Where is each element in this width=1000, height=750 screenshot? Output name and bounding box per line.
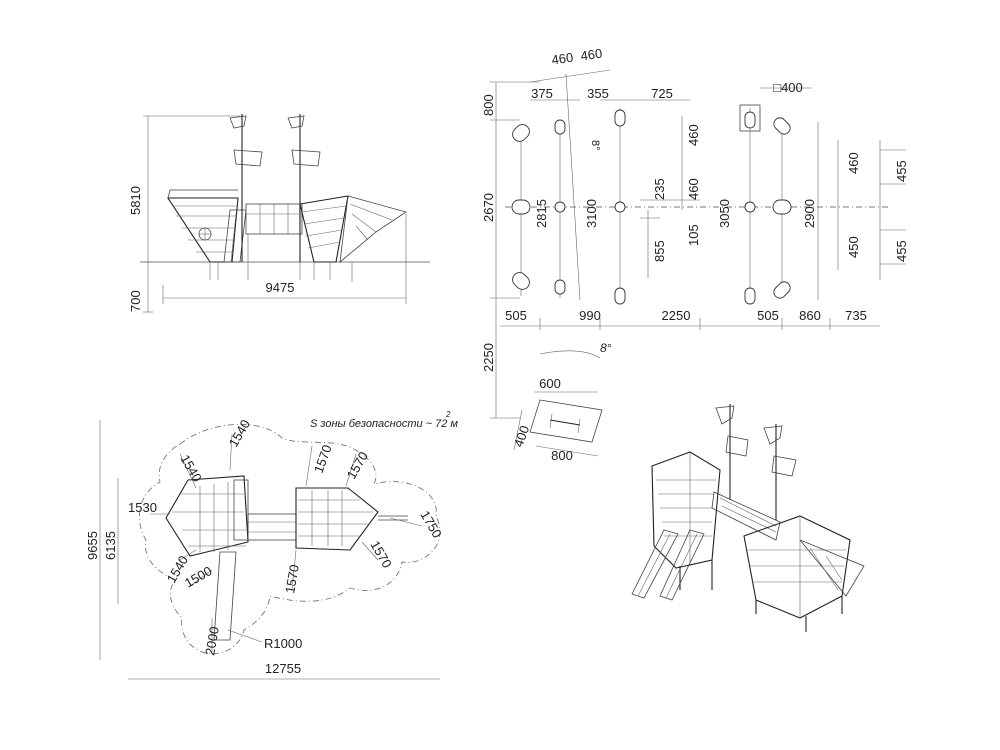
plan-left-dim-3: 2250 (481, 343, 496, 372)
plan-row-height-4: 2900 (802, 199, 817, 228)
safety-zone-label: S зоны безопасности ~ 72 м (310, 418, 458, 430)
top-ship-width: 6135 (103, 531, 118, 560)
top-overall-height: 9655 (85, 531, 100, 560)
top-dim-1540-b: 1540 (226, 417, 253, 450)
footing-detail (513, 391, 603, 457)
plan-right-dim-4: 455 (894, 240, 909, 262)
plan-right-dim-1: 460 (846, 152, 861, 174)
plan-bottom-dim-2: 990 (579, 308, 601, 323)
plan-left-dim-1: 800 (481, 94, 496, 116)
plan-bottom-dim-4: 505 (757, 308, 779, 323)
side-height-dim: 5810 (128, 186, 143, 215)
ship-hull-stern (299, 195, 407, 282)
top-hull-bow (165, 475, 249, 557)
safety-zone-sup: 2 (445, 410, 451, 419)
plan-left-dim-2: 2670 (481, 193, 496, 222)
plan-top-dim-1: 460 (551, 50, 575, 68)
foundation-plan (490, 69, 906, 457)
top-dim-1570-d: 1570 (367, 538, 394, 571)
side-depth-dim: 700 (128, 290, 143, 312)
top-dim-1750: 1750 (417, 508, 444, 541)
top-dim-1530: 1530 (128, 500, 157, 515)
plan-top-dim-5: 725 (651, 86, 673, 101)
top-view-plan (99, 420, 441, 680)
side-length-dim: 9475 (266, 280, 295, 295)
top-dim-1570-a: 1570 (311, 443, 335, 475)
plan-row-height-1: 2815 (534, 199, 549, 228)
plan-top-dim-3: 375 (531, 86, 553, 101)
ship-bridge (245, 203, 303, 280)
plan-inner-dim-1: 460 (686, 124, 701, 146)
plan-inner-dim-2: 235 (652, 178, 667, 200)
plan-top-dim-2: 460 (580, 46, 604, 64)
top-dim-1570-c: 1570 (282, 563, 302, 594)
plan-right-dim-3: 450 (846, 236, 861, 258)
plan-inner-dim-5: 855 (652, 240, 667, 262)
safety-zone-outline (138, 423, 441, 655)
plan-top-dim-4: 355 (587, 86, 609, 101)
top-overall-length: 12755 (265, 661, 301, 676)
top-dim-1570-b: 1570 (344, 449, 371, 482)
plan-bottom-dim-6: 735 (845, 308, 867, 323)
plan-row-height-3: 3050 (717, 199, 732, 228)
footing-length-dim: 800 (551, 448, 573, 463)
plan-angle-8: 8° (600, 341, 612, 355)
top-dim-2000: 2000 (202, 625, 222, 656)
plan-post-size: □400 (773, 80, 803, 95)
top-dim-1540-a: 1540 (177, 452, 204, 485)
plan-inner-dim-3: 460 (686, 178, 701, 200)
footing-width-dim: 600 (539, 376, 561, 391)
top-bridge (247, 513, 297, 541)
slide-top-view (213, 551, 237, 641)
plan-row-height-2: 3100 (584, 199, 599, 228)
side-elevation-view (140, 114, 430, 313)
top-hull-stern (295, 487, 408, 551)
plan-inner-dim-4: 105 (686, 224, 701, 246)
plan-bottom-dim-3: 2250 (662, 308, 691, 323)
plan-right-dim-2: 455 (894, 160, 909, 182)
footing-depth-dim: 400 (511, 424, 533, 450)
plan-bottom-dim-5: 860 (799, 308, 821, 323)
masts (229, 114, 321, 262)
plan-bottom-dim-1: 505 (505, 308, 527, 323)
top-radius: R1000 (264, 636, 302, 651)
plan-angle-8-vertical: 8° (589, 140, 601, 151)
isometric-view (631, 404, 865, 632)
